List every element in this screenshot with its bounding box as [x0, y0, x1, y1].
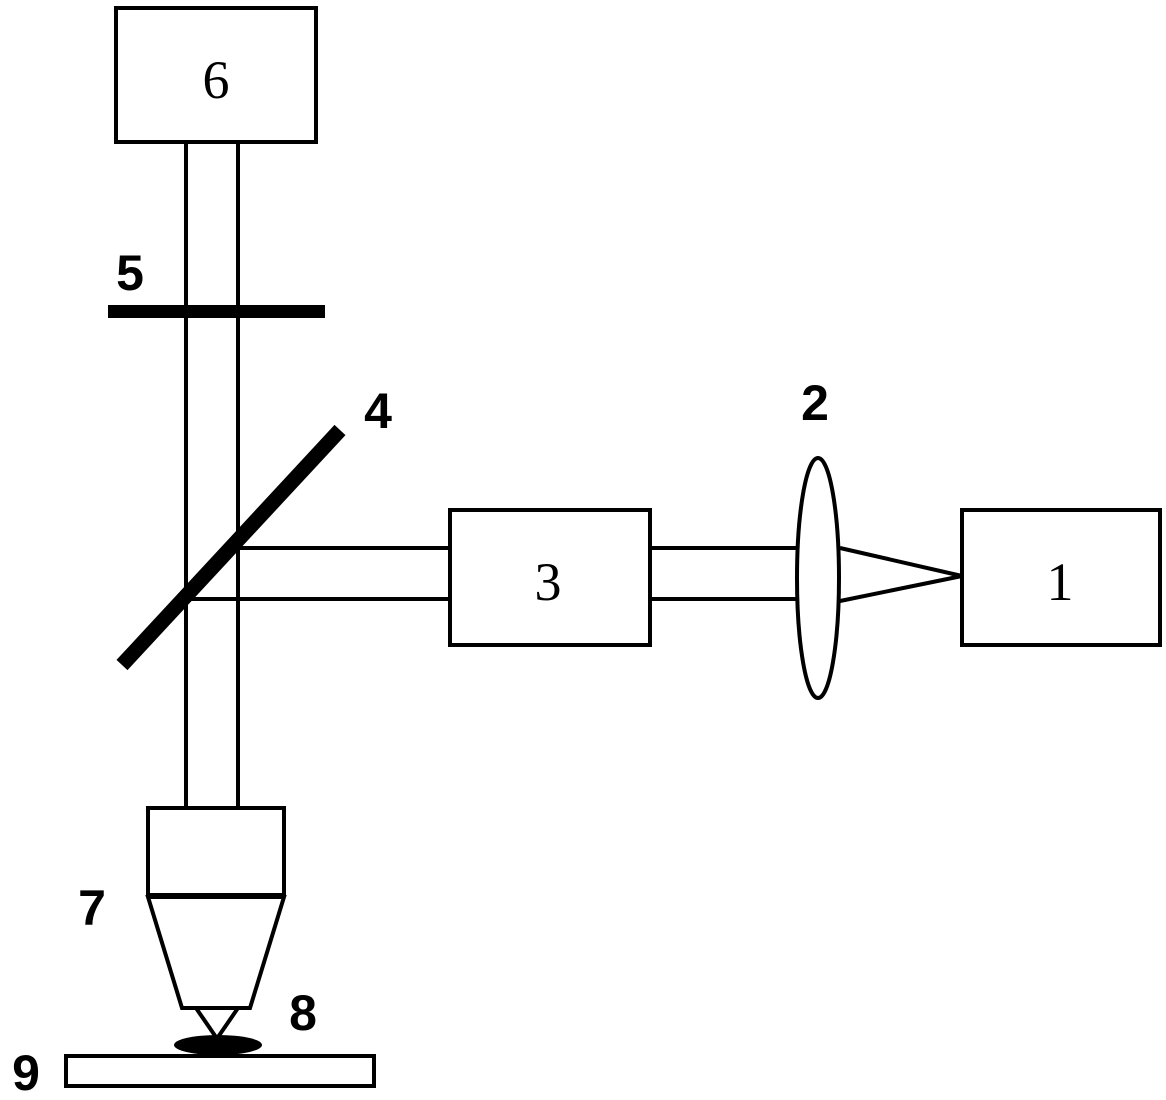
- component-2-label: 2: [801, 375, 829, 431]
- component-7-label: 7: [78, 880, 106, 936]
- component-6-box: 6: [114, 6, 318, 144]
- component-2-lens: 2: [795, 375, 841, 700]
- objective-ray-left: [194, 1006, 220, 1042]
- component-3-box: 3: [448, 508, 652, 647]
- component-3-label: 3: [535, 552, 562, 612]
- component-4-mirror: 4: [116, 383, 392, 671]
- component-4-label: 4: [364, 383, 392, 439]
- component-9-label: 9: [12, 1045, 40, 1100]
- component-8-sample: 8: [174, 985, 317, 1055]
- component-9-substrate: 9: [12, 1045, 376, 1100]
- objective-ray-right: [214, 1006, 240, 1042]
- component-6-label: 6: [203, 50, 230, 110]
- component-7-objective: 7: [78, 806, 287, 1010]
- focused-ray-bottom: [839, 574, 963, 603]
- focused-ray-top: [839, 546, 963, 578]
- component-1-label: 1: [1047, 552, 1074, 612]
- component-1-box: 1: [960, 508, 1162, 647]
- component-5-plate: 5: [108, 245, 325, 318]
- component-5-label: 5: [116, 245, 144, 301]
- component-8-label: 8: [289, 985, 317, 1041]
